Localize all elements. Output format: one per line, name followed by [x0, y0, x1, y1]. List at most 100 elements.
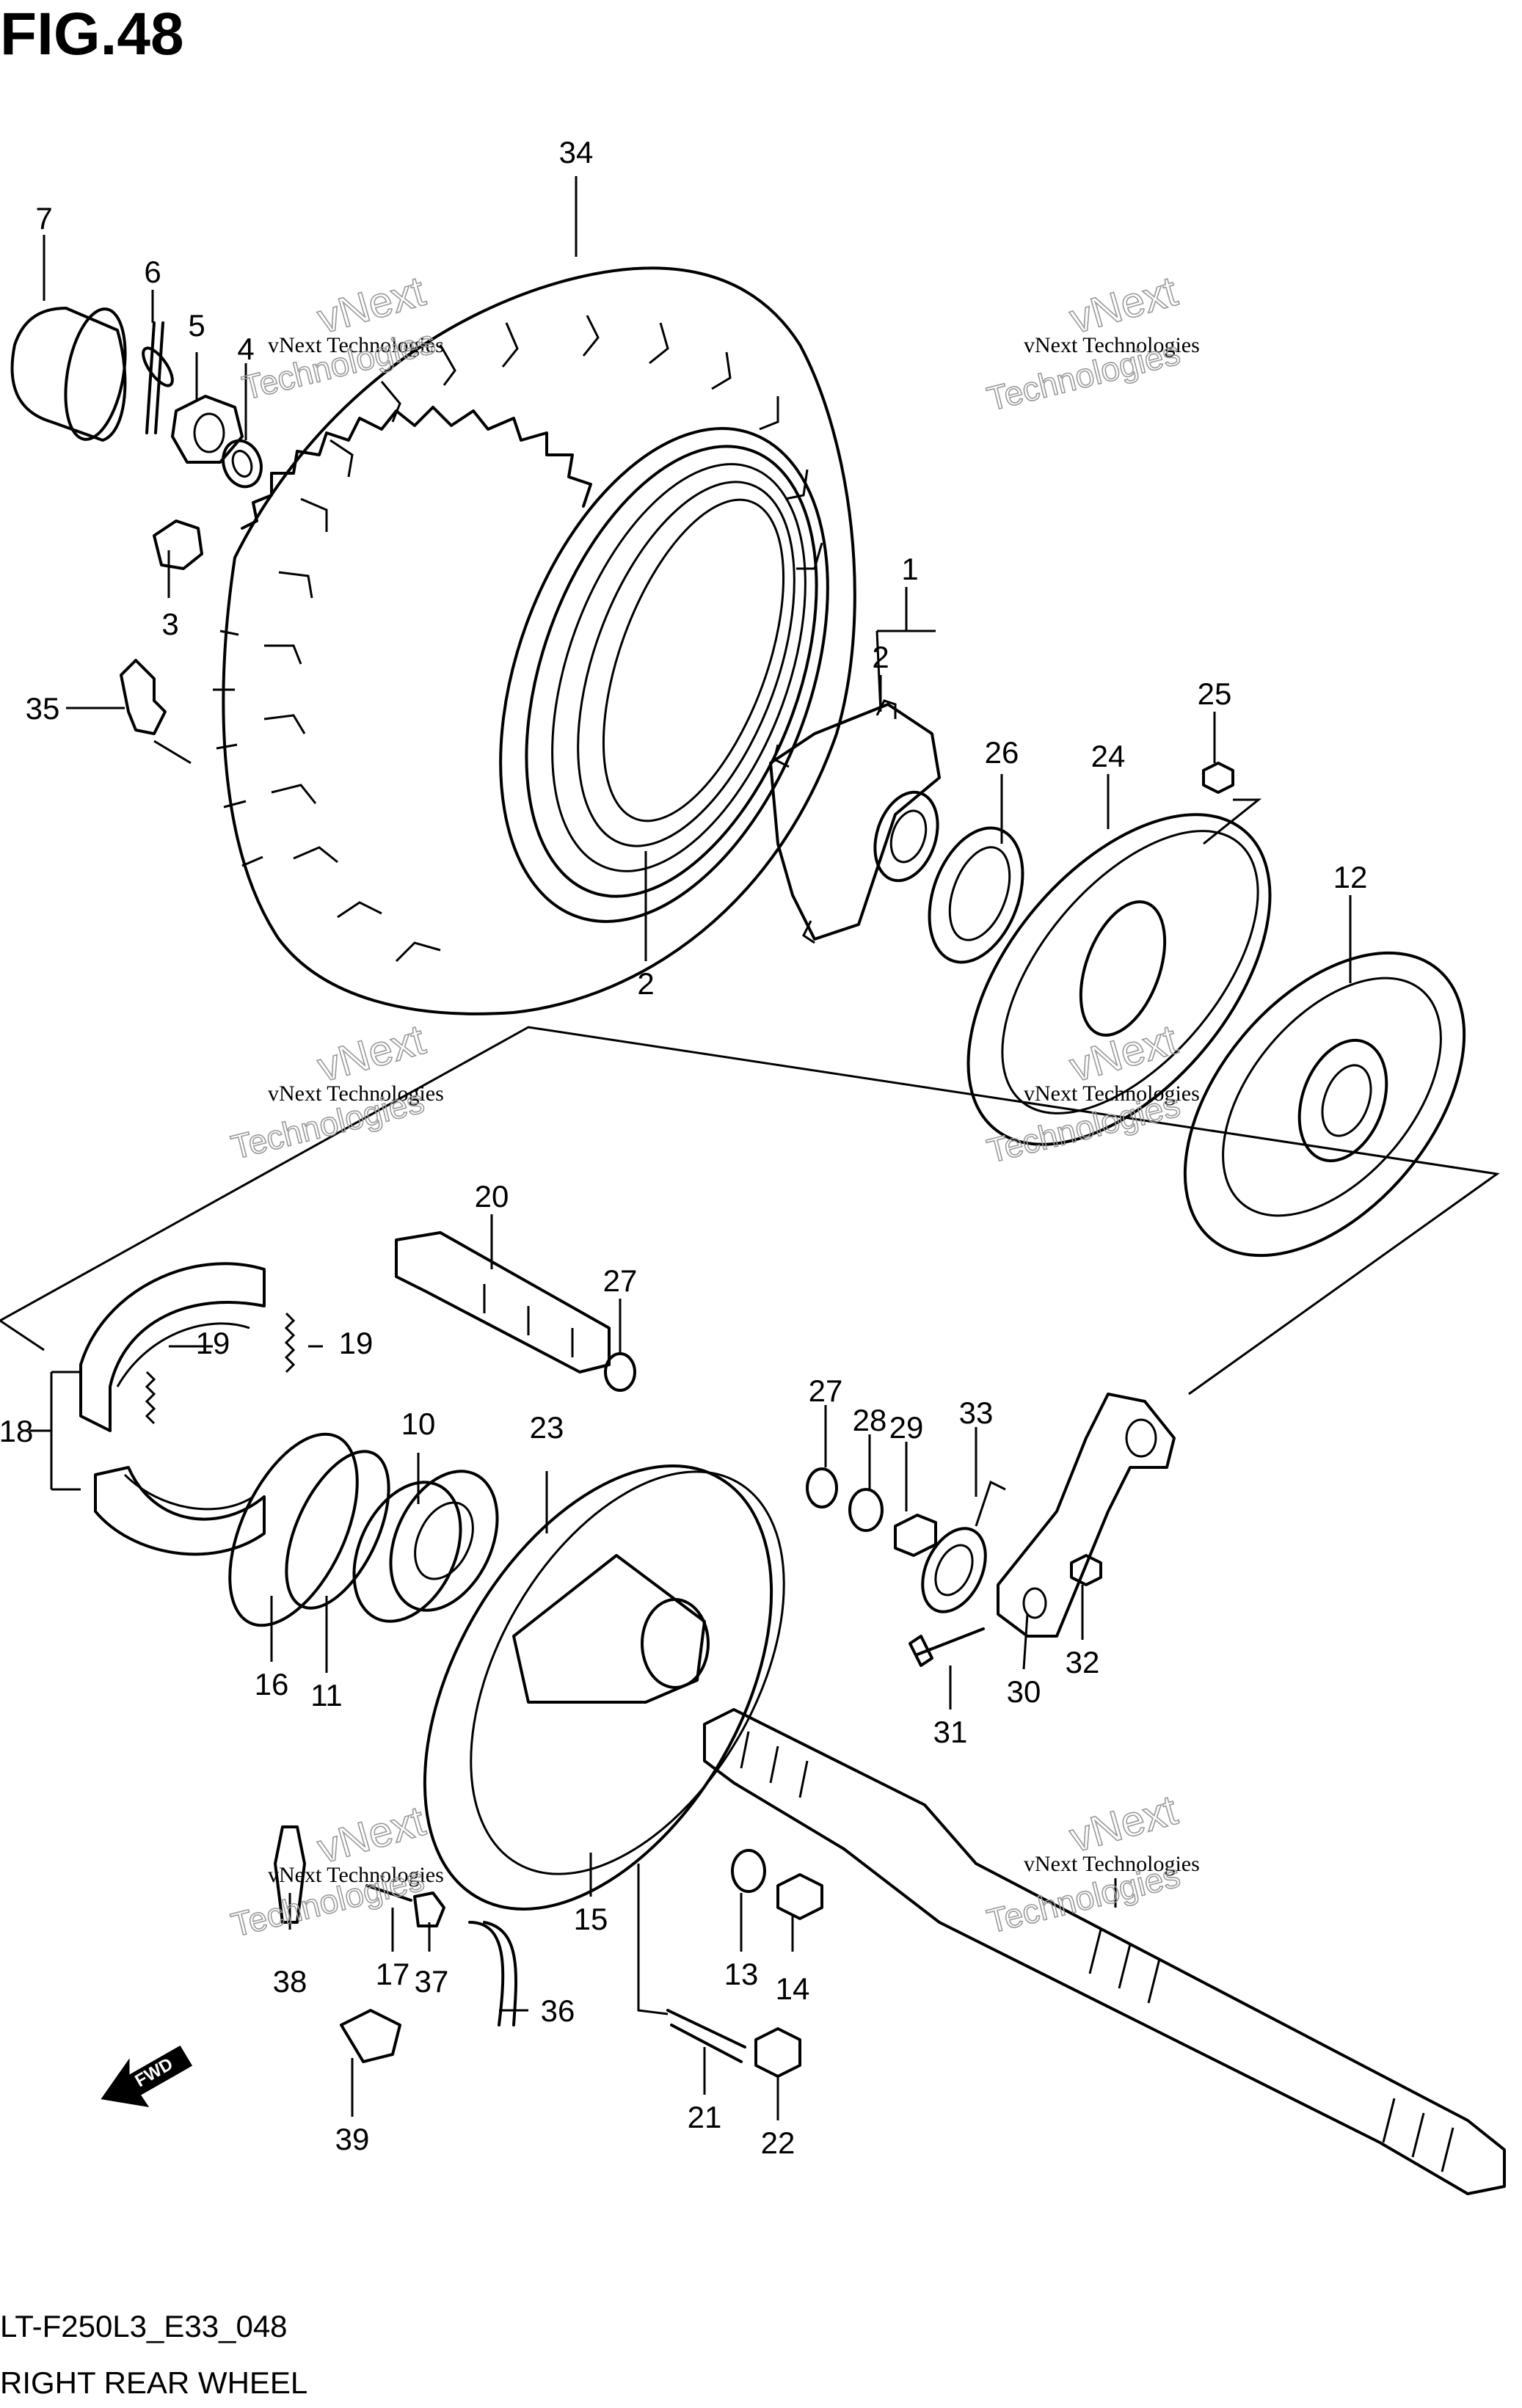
bolt-25: [1202, 762, 1234, 794]
label-2: 2: [872, 640, 889, 674]
svg-text:vNext: vNext: [313, 1015, 430, 1091]
label-14: 14: [776, 1971, 810, 2006]
watermark-2: vNext Technologies vNext Technologies: [983, 266, 1200, 418]
label-7: 6: [144, 255, 161, 289]
label-35: 35: [26, 691, 60, 726]
wheel-nut-4: [153, 519, 203, 570]
washer-5: [222, 439, 263, 489]
label-23: 23: [530, 1410, 564, 1445]
tire-assembly: [213, 266, 856, 1015]
label-39: 39: [335, 2122, 370, 2156]
clamp-37: [413, 1891, 445, 1927]
label-24: 24: [1091, 739, 1126, 773]
figure-caption: RIGHT REAR WHEEL: [0, 2365, 307, 2400]
fwd-arrow-icon: FWD: [101, 2045, 193, 2108]
label-12: 12: [1333, 860, 1368, 894]
label-33: 33: [959, 1395, 994, 1430]
bolt-17: [365, 1884, 412, 1902]
svg-text:vNext: vNext: [1065, 1015, 1182, 1091]
label-22: 22: [761, 2126, 795, 2160]
label-15: 15: [574, 1902, 608, 1936]
cotter-pin-7: [142, 321, 174, 434]
label-26: 26: [985, 735, 1019, 770]
castle-nut-6: [171, 395, 244, 464]
label-19b: 19: [339, 1326, 374, 1360]
oring-27: [604, 1352, 636, 1392]
spring-33: [921, 1480, 1006, 1613]
label-3: 2: [637, 966, 654, 1001]
label-32: 32: [1066, 1645, 1100, 1679]
seal-29: [894, 1514, 937, 1557]
brake-arm-30: [997, 1393, 1176, 1638]
clip-39: [340, 2009, 401, 2063]
camshaft-20: [395, 1231, 611, 1373]
bolt-31: [909, 1627, 985, 1667]
clip-38: [274, 1825, 306, 1924]
label-6: 5: [188, 308, 205, 343]
watermarks: vNext Technologies vNext Technologies vN…: [227, 266, 1200, 1944]
label-17: 17: [376, 1957, 410, 1991]
label-25: 25: [1198, 676, 1232, 711]
svg-text:vNext Technologies: vNext Technologies: [268, 333, 444, 357]
label-34: 34: [559, 135, 594, 169]
figure-code: LT-F250L3_E33_048: [0, 2309, 288, 2343]
svg-text:vNext Technologies: vNext Technologies: [1024, 333, 1200, 357]
valve-35: [120, 659, 167, 735]
circlip-16: [228, 1432, 359, 1627]
hose-36: [468, 1921, 518, 2026]
rear-axle: [703, 1708, 1506, 2195]
svg-text:vNext Technologies: vNext Technologies: [268, 1863, 444, 1887]
label-38: 38: [273, 1964, 307, 1999]
label-29: 29: [889, 1410, 924, 1445]
label-18: 18: [0, 1414, 33, 1448]
svg-text:vNext Technologies: vNext Technologies: [1024, 1852, 1200, 1876]
svg-text:vNext: vNext: [1065, 267, 1182, 343]
label-36: 36: [541, 1993, 575, 2028]
label-20: 20: [475, 1179, 509, 1214]
watermark-6: vNext Technologies vNext Technologies: [983, 1785, 1200, 1941]
oil-seal-26: [928, 826, 1024, 964]
label-16: 16: [255, 1667, 289, 1701]
stud-21: [666, 2009, 746, 2063]
svg-text:vNext Technologies: vNext Technologies: [268, 1081, 444, 1106]
circlip-11: [285, 1450, 390, 1610]
brake-shoes-18: [79, 1262, 266, 1556]
drum-cover-24: [966, 813, 1272, 1146]
bearing-10: [352, 1470, 499, 1623]
label-30: 30: [1007, 1674, 1041, 1709]
svg-text:vNext Technologies: vNext Technologies: [1024, 1081, 1200, 1106]
label-37: 37: [415, 1964, 449, 1999]
group-frame: [0, 1026, 1500, 1395]
label-19a: 19: [196, 1326, 230, 1360]
label-31: 31: [933, 1715, 968, 1749]
part-labels: 7 6 5 4 3 35 34 2 1 2 26 24 25 12 20 27 …: [0, 135, 1367, 2160]
leader-lines: [29, 176, 1352, 2120]
label-8: 7: [35, 201, 52, 236]
label-5: 4: [237, 332, 254, 366]
label-21: 21: [688, 2100, 722, 2134]
brake-panel-23: [423, 1464, 785, 1911]
label-4: 3: [161, 607, 178, 641]
hub-cap-8: [10, 307, 127, 442]
hub-1: [769, 699, 941, 944]
label-28: 28: [853, 1403, 887, 1437]
watermark-3: vNext Technologies vNext Technologies: [227, 1015, 444, 1167]
label-13: 13: [724, 1957, 759, 1991]
brake-drum-12: [1183, 951, 1466, 1258]
label-27a: 27: [603, 1263, 638, 1298]
oring-27b: [806, 1467, 838, 1508]
watermark-4: vNext Technologies vNext Technologies: [983, 1015, 1200, 1170]
label-27b: 27: [809, 1373, 843, 1408]
nut-22: [754, 2027, 801, 2078]
washer-13: [731, 1849, 766, 1893]
springs-19: [145, 1312, 296, 1425]
label-10: 10: [401, 1407, 436, 1441]
svg-text:vNext: vNext: [1065, 1786, 1182, 1861]
figure-title: FIG.48: [0, 1, 184, 68]
watermark-5: vNext Technologies vNext Technologies: [227, 1796, 444, 1944]
nut-32: [1070, 1554, 1102, 1586]
bolt-14: [776, 1873, 823, 1920]
watermark-1: vNext Technologies vNext Technologies: [238, 266, 444, 407]
